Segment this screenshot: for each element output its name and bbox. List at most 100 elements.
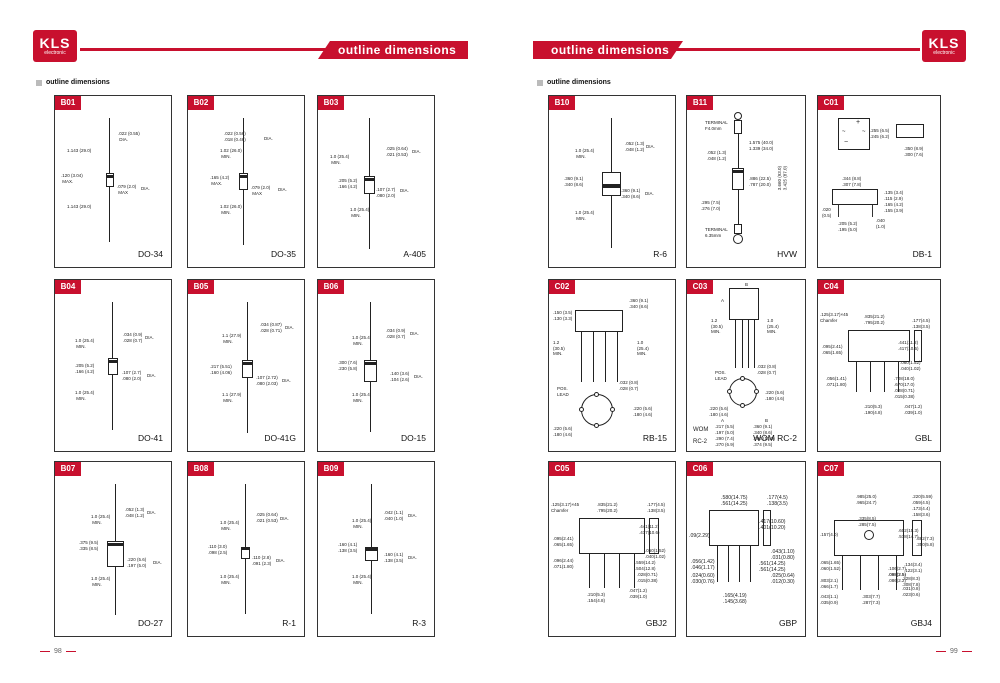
dim-label: .095(2.41) .065(1.65) — [553, 536, 574, 547]
dim-label: 1.1 (27.9) MIN. — [222, 392, 242, 403]
cathode-band — [108, 360, 118, 363]
bridge-side — [912, 520, 922, 556]
dim-label: .205 (5.2) .166 (4.2) — [75, 363, 95, 374]
dim-label: .886 (22.5) .787 (20.0) — [749, 176, 771, 187]
panel-b07: B07 .052 (1.3) .048 (1.2) DIA. 1.0 (25.4… — [54, 461, 172, 637]
panel-c06: C06 .580(14.75) .561(14.25) .177(4.5) .1… — [686, 461, 806, 637]
dim-label: .417(10.60) .401(10.20) — [759, 519, 786, 531]
panel-tag: B11 — [687, 96, 713, 110]
minus-mark: − — [844, 139, 849, 146]
dim-label: 1.0 (25.4) MIN. — [352, 335, 372, 346]
dim-label: .360 (9.1) .340 (8.6) — [629, 298, 649, 309]
dim-label: 3.660 (93.0) 3.425 (87.0) — [777, 166, 788, 191]
cathode-band — [732, 170, 744, 173]
dim-label: .043(1.10) .031(0.80) — [771, 549, 795, 561]
dim-label: RC-2 — [693, 439, 708, 445]
dim-label: 1.0 (25.4) MIN. — [575, 210, 595, 221]
diode-body — [106, 173, 114, 187]
section-title-left: outline dimensions — [36, 79, 110, 86]
section-bullet — [36, 79, 42, 86]
package-name: DO-35 — [270, 249, 296, 259]
cathode-band — [242, 362, 253, 365]
bridge-side-view — [896, 124, 924, 138]
dim-label: .09(2.29) — [689, 533, 710, 539]
mounting-hole — [864, 530, 874, 540]
dim-label: DIA. — [145, 335, 154, 340]
dim-label: DIA. — [147, 373, 156, 378]
bridge-bottom-view — [729, 378, 757, 406]
dim-label: .107 (2.72) .080 (2.03) — [256, 375, 278, 386]
dim-label: .025(0.64) .012(0.30) — [771, 573, 795, 585]
lead-top — [370, 302, 372, 360]
bridge-side — [649, 518, 659, 554]
pin — [717, 546, 719, 582]
pin-hole — [610, 407, 615, 412]
dim-label: .034 (0.87) .028 (0.71) — [260, 322, 282, 333]
dim-label: DIA. — [276, 558, 285, 563]
lead-top — [115, 484, 117, 541]
dim-label: .043(1.1) .035(0.9) — [820, 594, 839, 605]
pin — [619, 554, 621, 588]
dim-label: 1.0 (25.4) MIN. — [352, 392, 372, 403]
lead-bottom — [243, 190, 245, 245]
dim-label: .394 (10.0) .374 (9.5) — [753, 436, 775, 447]
dim-label: DIA. — [153, 560, 162, 565]
dim-label: .040 (1.0) — [876, 218, 886, 229]
bridge-bottom-view — [581, 394, 613, 426]
panel-tag: C04 — [818, 280, 844, 294]
package-name: GBJ4 — [910, 618, 932, 628]
dim-label: 1.0 (25.4) MIN. — [220, 520, 240, 531]
terminal-ring-bottom — [733, 234, 743, 244]
dim-label: .107 (2.7) .080 (2.0) — [376, 187, 396, 198]
dim-label: 1.0 (25.4) MIN. — [352, 574, 372, 585]
panel-tag: C06 — [687, 462, 713, 476]
bridge-top-view — [838, 118, 870, 150]
panel-b05: B05 .034 (0.87) .028 (0.71) DIA. 1.1 (27… — [187, 279, 305, 452]
dim-label: .328(8.3) .308(7.8) — [902, 576, 921, 587]
pin — [748, 320, 750, 368]
dim-label: DIA. — [278, 187, 287, 192]
pin — [581, 332, 583, 382]
dim-label: .165(4.19) .145(3.68) — [723, 593, 747, 605]
lead-bottom — [611, 196, 613, 248]
dim-label: .157(4.0) — [820, 532, 839, 537]
dim-label: 1.0 (25.4) MIN. — [575, 148, 595, 159]
pin-hole — [740, 403, 745, 408]
dim-label: DIA. — [645, 191, 654, 196]
dim-label: .290 (7.4) .270 (6.9) — [715, 436, 735, 447]
dim-label: DIA. — [412, 149, 421, 154]
cathode-band — [241, 548, 250, 550]
pin — [860, 556, 862, 590]
lead-bottom — [738, 190, 740, 224]
dim-label: DIA. — [285, 325, 294, 330]
lead-top — [109, 118, 111, 173]
panel-b11: B11 TERMINAL F4.0mm 1.575 (40.0) 1.339 (… — [686, 95, 806, 268]
dim-label: 1.1 (27.9) MIN. — [222, 333, 242, 344]
pin-hole — [740, 376, 745, 381]
package-name: DO-27 — [137, 618, 163, 628]
dim-label: .335(8.5) .285(7.5) — [858, 516, 877, 527]
tilde-mark: ~ — [862, 129, 866, 135]
lead-top — [611, 118, 613, 172]
package-name: R-1 — [282, 618, 296, 628]
dim-label: .360 (9.1) .340 (8.6) — [564, 176, 584, 187]
dim-label: .056(1.42) .046(1.17) — [691, 559, 715, 571]
dim-label: .047(1.2) .039(1.0) — [904, 404, 923, 415]
dim-label: .708(18.0) .670(17.0) — [894, 376, 915, 387]
page-number-right: 99 — [936, 648, 972, 655]
dim-label: .120 (3.04) MAX. — [61, 173, 83, 184]
dim-label: .034 (0.9) .028 (0.7) — [386, 328, 406, 339]
dim-label: .135 (3.4) .115 (2.9) — [884, 190, 904, 201]
diode-body — [239, 173, 248, 190]
dim-label: .441(11.2) .417(10.6) — [639, 524, 660, 535]
pin — [878, 556, 880, 590]
dim-label: .060(1.52) .040(1.02) — [645, 548, 666, 559]
panel-tag: B07 — [55, 462, 81, 476]
header-rule-right — [670, 48, 920, 51]
bridge-side — [914, 330, 922, 362]
package-name: DB-1 — [912, 249, 932, 259]
panel-tag: C02 — [549, 280, 575, 294]
lead-top — [369, 118, 371, 176]
dim-label: TERMINAL F4.0mm — [705, 120, 728, 131]
pin-hole — [727, 389, 732, 394]
